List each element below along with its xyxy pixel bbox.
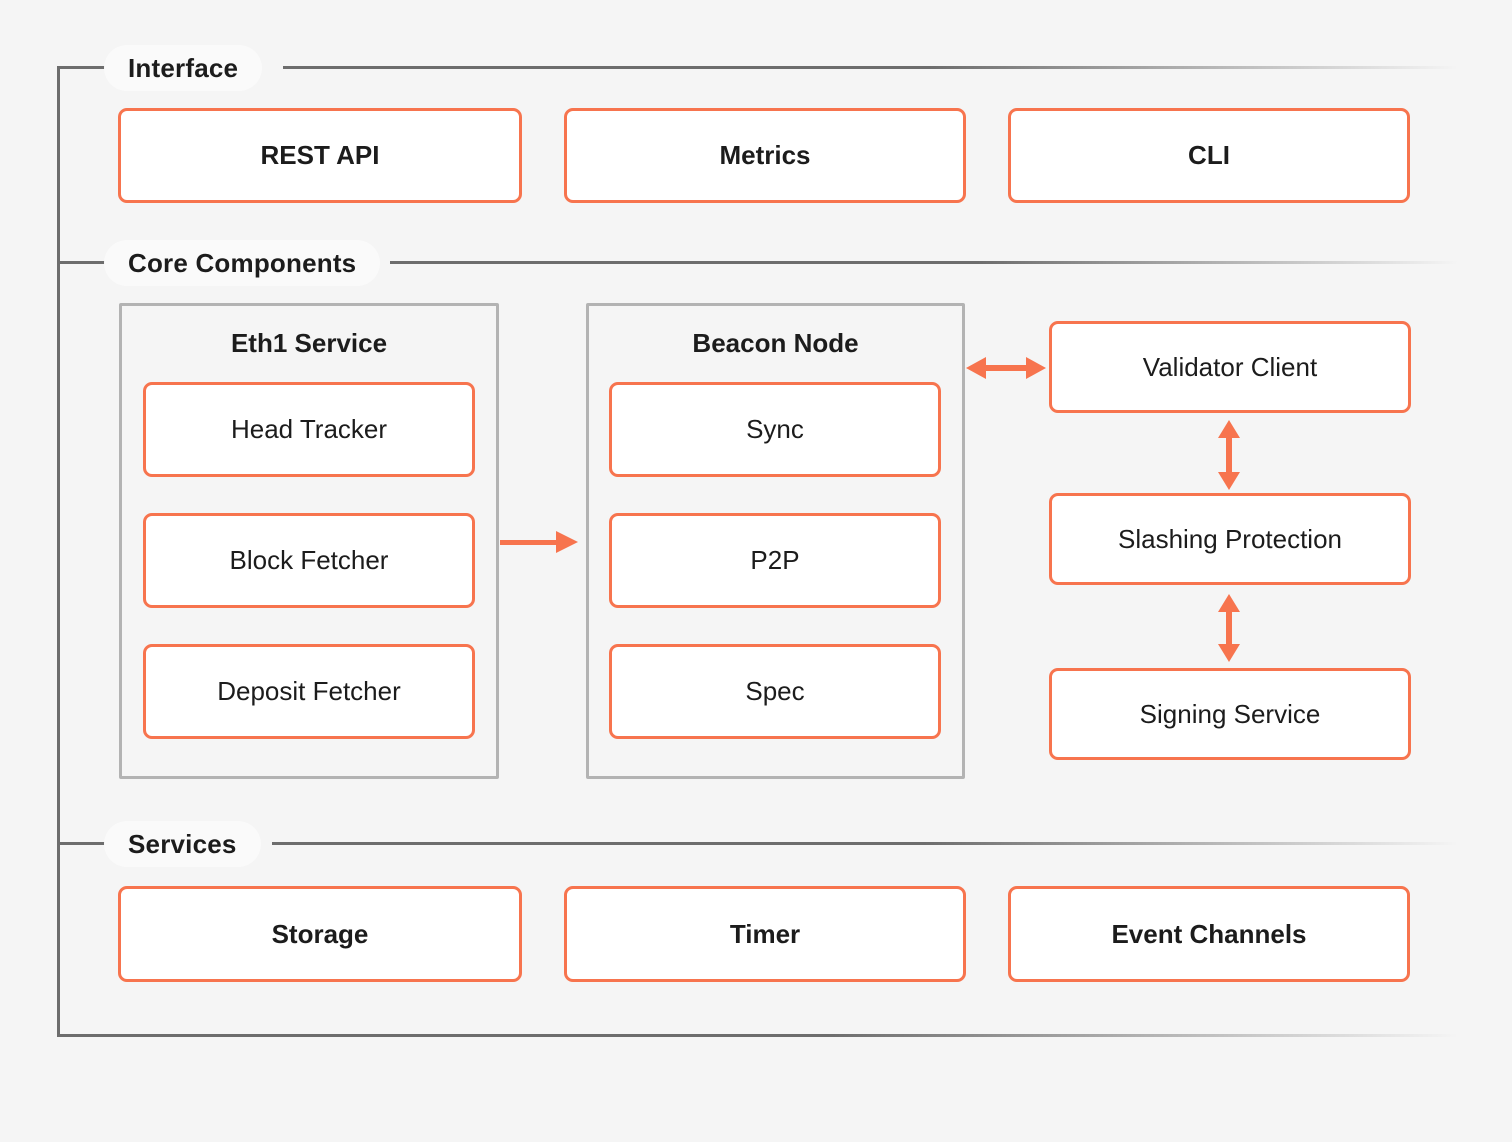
arrow-beacon-validator-head-left — [966, 357, 986, 379]
box-timer: Timer — [564, 886, 966, 982]
box-storage: Storage — [118, 886, 522, 982]
box-p2p-label: P2P — [750, 545, 800, 575]
frame-left-line — [57, 66, 60, 1037]
arrow-slashing-signing-head-up — [1218, 594, 1240, 612]
core-components-line — [390, 261, 1458, 264]
box-timer-label: Timer — [729, 918, 801, 949]
section-label-services-text: Services — [128, 828, 237, 859]
section-label-interface: Interface — [104, 45, 263, 91]
arrow-validator-slashing-shaft — [1226, 436, 1232, 474]
box-block-fetcher: Block Fetcher — [143, 513, 475, 608]
box-deposit-fetcher: Deposit Fetcher — [143, 644, 475, 739]
box-signing-service: Signing Service — [1049, 668, 1411, 760]
box-metrics: Metrics — [564, 108, 966, 203]
interface-line-spur — [57, 66, 106, 69]
box-head-tracker: Head Tracker — [143, 382, 475, 477]
arrow-eth1-to-beacon-head — [556, 531, 578, 553]
box-slashing-protection-label: Slashing Protection — [1117, 523, 1343, 554]
box-signing-service-label: Signing Service — [1139, 698, 1321, 729]
arrow-validator-slashing-head-down — [1218, 472, 1240, 490]
box-metrics-label: Metrics — [719, 140, 811, 170]
box-slashing-protection: Slashing Protection — [1049, 493, 1411, 585]
frame-bottom-line — [57, 1034, 1458, 1037]
interface-line — [283, 66, 1458, 69]
container-eth1-service: Eth1 Service Head Tracker Block Fetcher … — [119, 303, 499, 779]
box-cli: CLI — [1008, 108, 1410, 203]
container-eth1-service-title: Eth1 Service — [230, 328, 388, 358]
box-rest-api-label: REST API — [260, 140, 380, 170]
arrow-eth1-to-beacon-shaft — [500, 540, 558, 545]
box-event-channels: Event Channels — [1008, 886, 1410, 982]
container-beacon-node: Beacon Node Sync P2P Spec — [586, 303, 965, 779]
box-cli-label: CLI — [1188, 140, 1230, 170]
box-spec: Spec — [609, 644, 941, 739]
box-head-tracker-label: Head Tracker — [230, 414, 388, 444]
box-validator-client: Validator Client — [1049, 321, 1411, 413]
arrow-slashing-signing-shaft — [1226, 610, 1232, 646]
arrow-validator-slashing-head-up — [1218, 420, 1240, 438]
box-rest-api: REST API — [118, 108, 522, 203]
arrow-beacon-validator-shaft — [984, 365, 1028, 371]
arrow-slashing-signing-head-down — [1218, 644, 1240, 662]
box-sync-label: Sync — [746, 414, 804, 444]
section-label-core-components-text: Core Components — [128, 247, 357, 278]
container-beacon-node-title: Beacon Node — [692, 328, 859, 358]
box-event-channels-label: Event Channels — [1111, 918, 1307, 949]
section-label-interface-text: Interface — [128, 52, 239, 83]
box-validator-client-label: Validator Client — [1142, 351, 1318, 382]
arrow-beacon-validator-head-right — [1026, 357, 1046, 379]
box-spec-label: Spec — [745, 676, 805, 706]
services-line — [272, 842, 1458, 845]
box-storage-label: Storage — [271, 918, 369, 949]
core-components-line-spur — [57, 261, 106, 264]
box-sync: Sync — [609, 382, 941, 477]
box-deposit-fetcher-label: Deposit Fetcher — [217, 676, 401, 706]
section-label-core-components: Core Components — [104, 240, 381, 286]
section-label-services: Services — [104, 821, 261, 867]
box-p2p: P2P — [609, 513, 941, 608]
box-block-fetcher-label: Block Fetcher — [229, 545, 389, 575]
services-line-spur — [57, 842, 106, 845]
